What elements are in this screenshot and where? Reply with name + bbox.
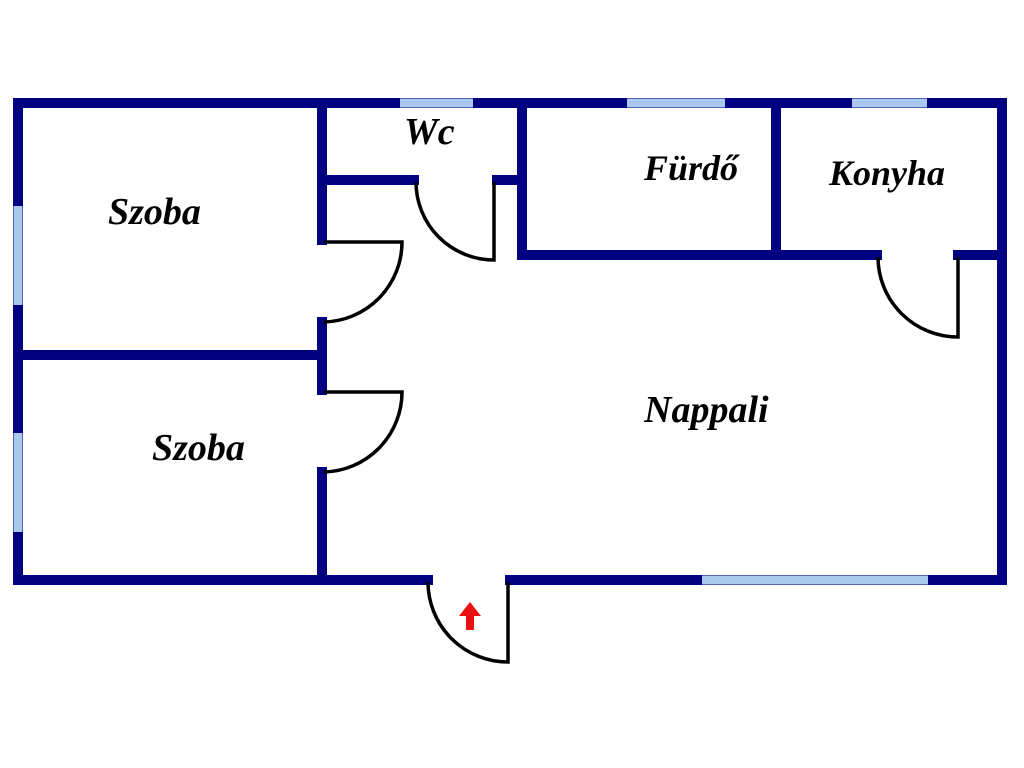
entrance-arrow-icon: [459, 602, 481, 630]
door-wc: [414, 181, 496, 262]
door-szoba-1: [323, 240, 404, 324]
room-label-nappali: Nappali: [643, 389, 769, 431]
windows: [13, 98, 928, 585]
room-label-szoba-2: Szoba: [152, 427, 245, 469]
room-label-wc: Wc: [404, 111, 455, 153]
doors: [323, 181, 960, 664]
room-label-szoba-1: Szoba: [108, 191, 201, 233]
room-labels: Szoba Szoba Wc Fürdő Konyha Nappali: [108, 111, 945, 469]
door-szoba-2: [323, 390, 404, 474]
room-label-furdo: Fürdő: [643, 148, 740, 188]
door-konyha: [876, 256, 960, 339]
room-label-konyha: Konyha: [828, 153, 945, 193]
door-entrance: [426, 581, 510, 664]
